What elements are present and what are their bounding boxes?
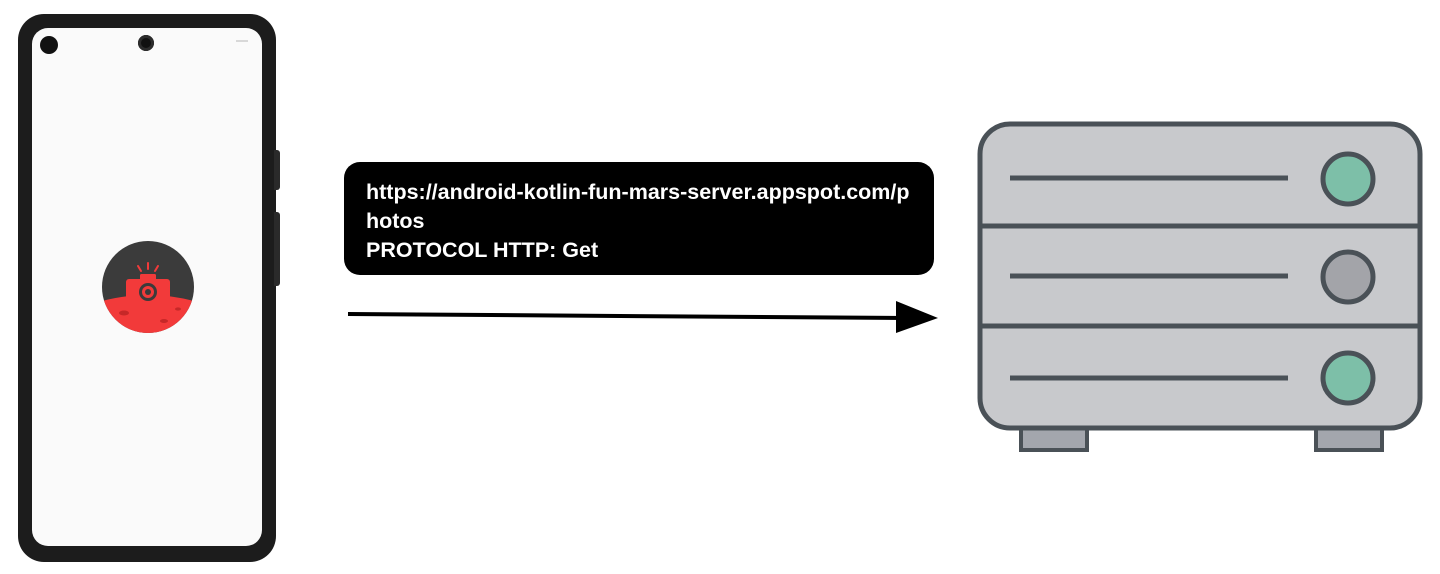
request-url: https://android-kotlin-fun-mars-server.a… [366, 180, 910, 233]
phone-volume-button [274, 212, 280, 286]
phone-screen [32, 28, 262, 546]
http-request-bubble: https://android-kotlin-fun-mars-server.a… [344, 162, 934, 275]
front-camera-icon [138, 35, 154, 51]
request-protocol: PROTOCOL HTTP: Get [366, 238, 599, 262]
status-bar-signal-icon [236, 40, 248, 42]
status-bar-dot-icon [40, 36, 58, 54]
server-status-light-3 [1320, 350, 1376, 406]
arrow-right-icon [347, 301, 938, 333]
phone-device [18, 14, 276, 562]
mars-camera-icon [102, 241, 194, 333]
server-rack-icon [977, 121, 1423, 452]
server-status-light-2 [1320, 249, 1376, 305]
phone-power-button [274, 150, 280, 190]
server-status-light-1 [1320, 151, 1376, 207]
